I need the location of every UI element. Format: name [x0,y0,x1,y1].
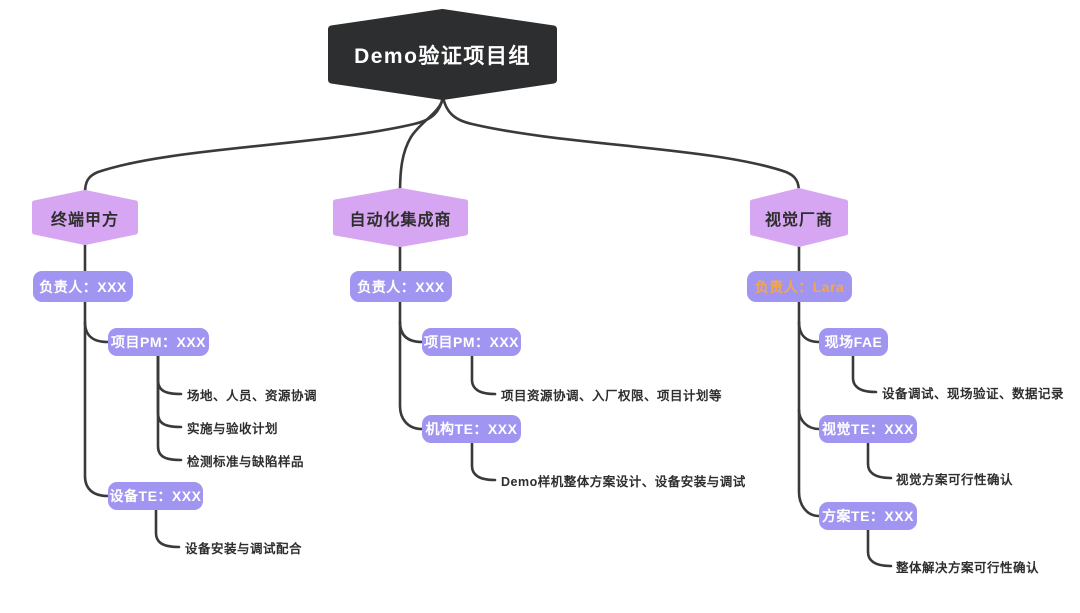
edge-center-pm [398,320,424,344]
role-box-right-ste[interactable]: 方案TE：XXX [819,502,917,530]
branch-title: 自动化集成商 [349,211,452,229]
edge-left-pm-leaf3 [156,353,183,462]
branch-title: 视觉厂商 [764,211,833,229]
branch-hexagon-terminal[interactable]: 终端甲方 [32,190,138,245]
leader-box-integrator[interactable]: 负责人：XXX [350,271,452,302]
edge-left-te-leaf [154,507,181,549]
edge-left-pm [83,320,110,344]
edge-right-vte-leaf [866,440,893,480]
branch-hexagon-vision[interactable]: 视觉厂商 [750,188,848,247]
hexagon-shape [32,190,138,245]
root-hexagon-shape [328,9,557,100]
leaf-label[interactable]: 场地、人员、资源协调 [187,388,318,403]
leaf-label[interactable]: 设备安装与调试配合 [185,541,303,556]
role-box-right-fae[interactable]: 现场FAE [819,328,888,356]
leader-box-terminal[interactable]: 负责人：XXX [33,271,133,302]
role-box-left-te[interactable]: 设备TE：XXX [108,482,203,510]
leaf-label[interactable]: 项目资源协调、入厂权限、项目计划等 [501,388,723,403]
role-box-right-vte[interactable]: 视觉TE：XXX [819,415,917,443]
leaf-label[interactable]: 实施与验收计划 [187,421,279,436]
leaf-label[interactable]: 检测标准与缺陷样品 [187,454,305,469]
root-node[interactable]: Demo验证项目组 [328,9,557,100]
edge-root-right [441,95,801,195]
edge-left-trunk [83,241,110,498]
edge-right-ste-leaf [866,527,893,568]
edge-center-trunk [398,244,424,431]
role-box-center-pm[interactable]: 项目PM：XXX [422,328,521,356]
root-label: Demo验证项目组 [354,44,531,68]
edge-right-trunk [797,244,821,518]
leaf-label[interactable]: 视觉方案可行性确认 [896,472,1014,487]
hexagon-shape [333,188,468,247]
role-box-left-pm[interactable]: 项目PM：XXX [108,328,209,356]
edge-root-center [398,95,445,195]
edge-center-jg-leaf [470,440,497,482]
edge-right-fae [797,320,821,344]
branch-hexagon-integrator[interactable]: 自动化集成商 [333,188,468,247]
edge-right-vte [797,408,821,431]
leaf-label[interactable]: Demo样机整体方案设计、设备安装与调试 [501,474,746,489]
edge-right-fae-leaf [851,353,878,394]
role-box-center-jg[interactable]: 机构TE：XXX [422,415,521,443]
leaf-label[interactable]: 设备调试、现场验证、数据记录 [882,386,1065,401]
hexagon-shape [750,188,848,247]
leader-box-vision[interactable]: 负责人：Lara [747,271,852,302]
edge-root-left [83,95,445,195]
branch-title: 终端甲方 [50,211,119,229]
edge-left-pm-leaf1 [156,353,183,396]
edge-center-pm-leaf [470,353,497,396]
leaf-label[interactable]: 整体解决方案可行性确认 [896,560,1040,575]
